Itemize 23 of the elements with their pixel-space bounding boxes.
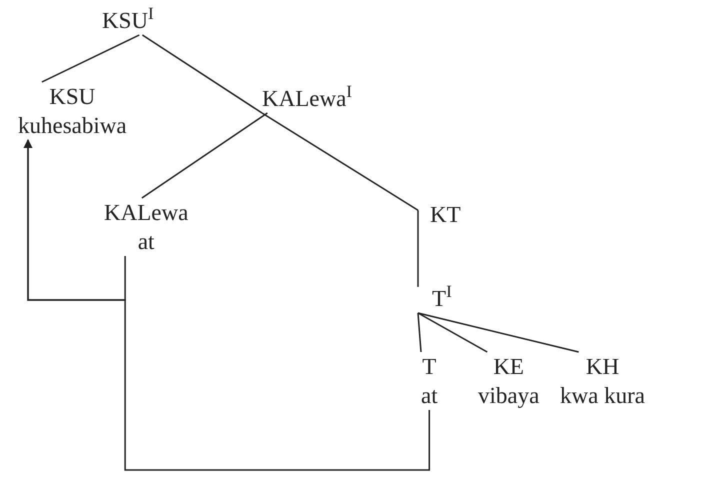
category-label: KALewa$^{I}$ (262, 84, 352, 113)
tree-branch-line (417, 210, 419, 287)
word-label: at (421, 382, 438, 410)
tree-branch-line (417, 312, 422, 352)
word-label: kuhesabiwa (18, 112, 127, 140)
category-label: T (422, 353, 436, 381)
word-label: at (138, 228, 154, 256)
tree-branch-line (42, 34, 140, 83)
category-label: KALewa (104, 199, 188, 227)
category-label: KH (586, 353, 620, 381)
category-label: KSU$^{I}$ (102, 6, 154, 35)
tree-branch-line (142, 34, 262, 114)
movement-arrow (24, 139, 430, 471)
category-label: T$^{I}$ (432, 284, 452, 313)
category-label: KE (493, 353, 524, 381)
tree-branch-line (262, 112, 418, 211)
category-label: KT (430, 201, 461, 229)
tree-branch-line (418, 312, 488, 353)
tree-branch-line (418, 312, 579, 353)
word-label: kwa kura (560, 382, 645, 410)
tree-branch-line (141, 112, 268, 199)
word-label: vibaya (478, 382, 540, 410)
category-label: KSU (49, 83, 96, 111)
